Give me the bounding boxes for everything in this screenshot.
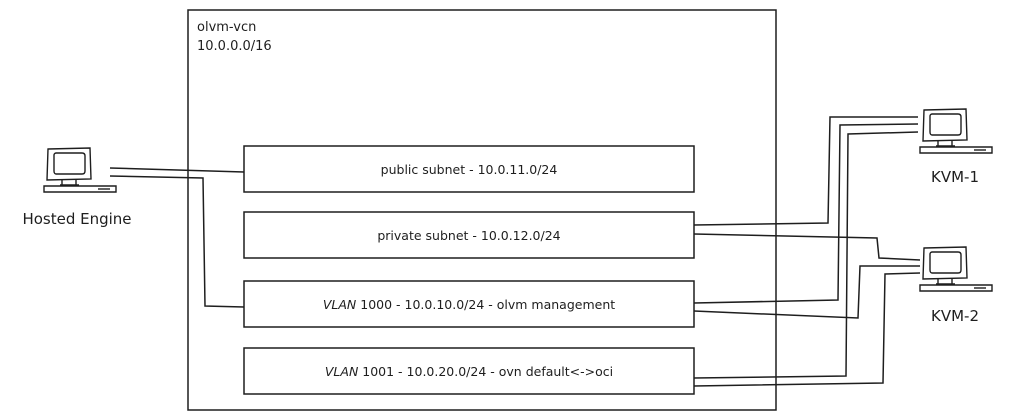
link-hosted-engine-vlan1000: [109, 175, 245, 308]
kvm1-label: KVM-1: [931, 168, 979, 186]
link-kvm1-vlan1001: [693, 131, 919, 379]
vcn-name: olvm-vcn: [197, 20, 256, 35]
subnet-vlan-1001[interactable]: VLAN 1001 - 10.0.20.0/24 - ovn default<-…: [243, 347, 695, 395]
kvm2-label: KVM-2: [931, 307, 979, 325]
links-kvm1: [693, 116, 919, 379]
subnet-vlan-1000[interactable]: VLAN 1000 - 10.0.10.0/24 - olvm manageme…: [243, 280, 695, 328]
host-hosted-engine[interactable]: Hosted Engine: [22, 147, 132, 228]
hosted-engine-label: Hosted Engine: [22, 210, 131, 228]
links-kvm2: [693, 233, 921, 387]
link-kvm2-private: [693, 233, 921, 261]
vlan-1001-details: 1001 - 10.0.20.0/24 - ovn default<->oci: [358, 364, 613, 379]
subnet-private-label: private subnet - 10.0.12.0/24: [377, 228, 560, 243]
computer-icon: [919, 246, 993, 292]
link-kvm2-vlan1001: [693, 272, 921, 387]
subnet-private[interactable]: private subnet - 10.0.12.0/24: [243, 211, 695, 259]
subnet-public[interactable]: public subnet - 10.0.11.0/24: [243, 145, 695, 193]
link-kvm1-private: [693, 116, 918, 226]
host-kvm1[interactable]: KVM-1: [919, 108, 993, 186]
link-kvm1-vlan1000: [693, 123, 919, 304]
link-kvm2-vlan1000: [693, 265, 920, 319]
subnet-public-label: public subnet - 10.0.11.0/24: [381, 162, 558, 177]
vcn-cidr: 10.0.0.0/16: [197, 39, 272, 54]
computer-icon: [43, 147, 117, 193]
vlan-1000-details: 1000 - 10.0.10.0/24 - olvm management: [356, 297, 615, 312]
vlan-keyword: VLAN: [323, 297, 357, 312]
host-kvm2[interactable]: KVM-2: [919, 246, 993, 325]
subnet-vlan-1000-label: VLAN 1000 - 10.0.10.0/24 - olvm manageme…: [323, 297, 615, 312]
link-hosted-engine-public: [109, 167, 245, 173]
vcn-box: olvm-vcn 10.0.0.0/16: [187, 9, 777, 411]
links-hosted-engine: [109, 167, 245, 308]
computer-icon: [919, 108, 993, 154]
subnet-vlan-1001-label: VLAN 1001 - 10.0.20.0/24 - ovn default<-…: [325, 364, 613, 379]
vlan-keyword: VLAN: [325, 364, 359, 379]
